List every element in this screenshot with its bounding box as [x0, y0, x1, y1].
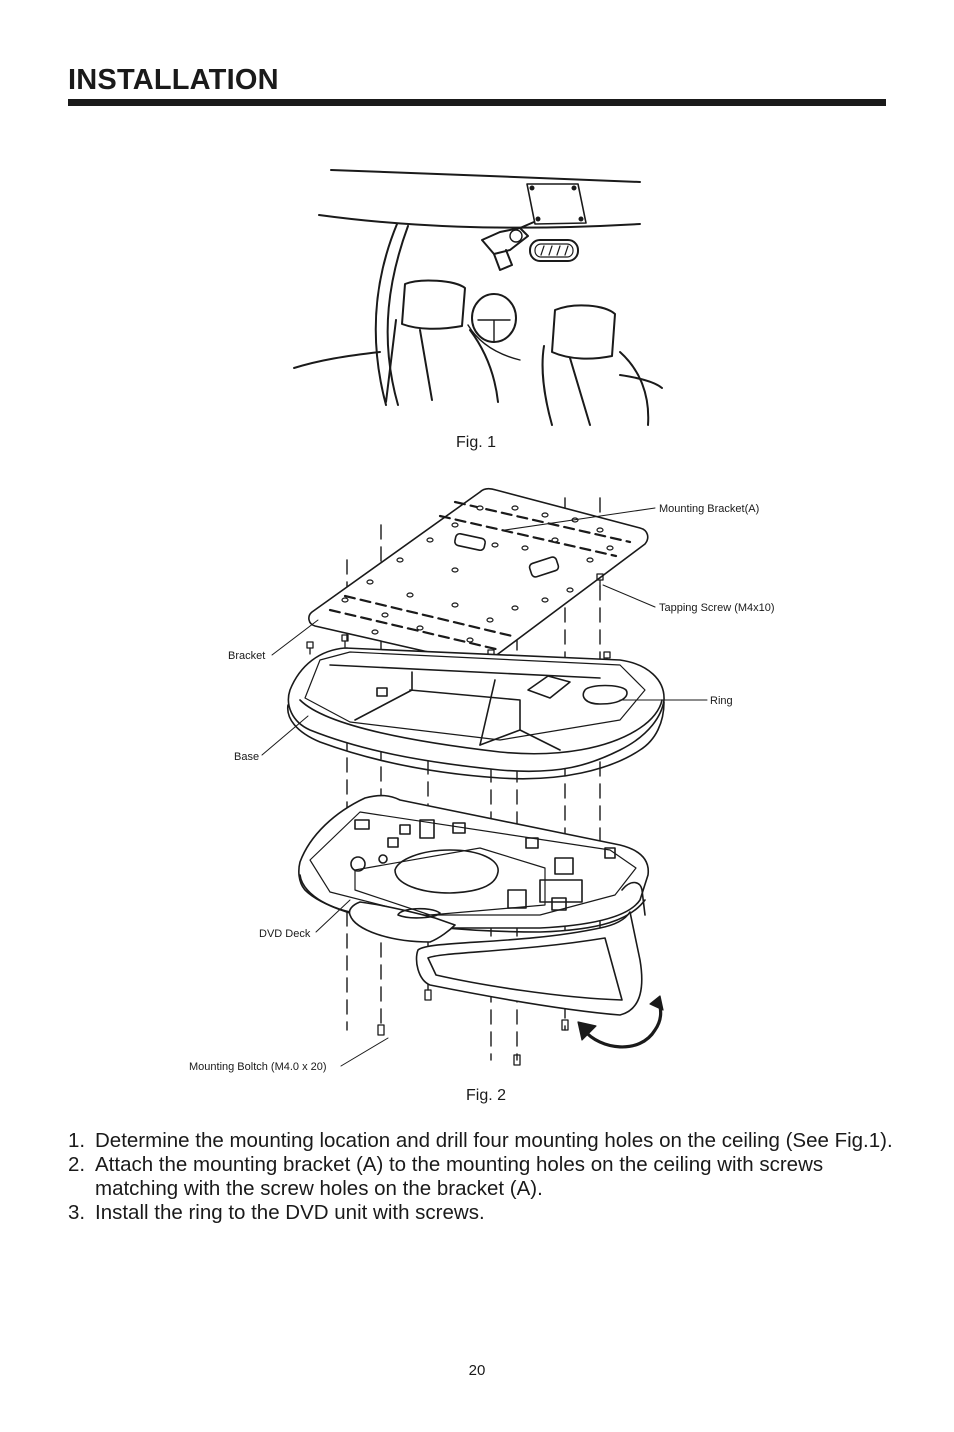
instruction-text: Attach the mounting bracket (A) to the m…: [95, 1153, 824, 1200]
instruction-text: Install the ring to the DVD unit with sc…: [95, 1201, 485, 1224]
title-rule: [68, 99, 886, 106]
label-ring: Ring: [710, 695, 733, 707]
label-tapping-screw: Tapping Screw (M4x10): [659, 602, 775, 614]
instruction-number: 3.: [68, 1201, 86, 1224]
instruction-number: 1.: [68, 1129, 86, 1152]
label-base: Base: [234, 751, 259, 763]
instruction-list: 1. Determine the mounting location and d…: [68, 1129, 898, 1225]
page-number: 20: [468, 1362, 486, 1379]
instruction-item: 1. Determine the mounting location and d…: [68, 1129, 898, 1153]
label-mounting-bracket: Mounting Bracket(A): [659, 503, 759, 515]
instruction-text: Determine the mounting location and dril…: [95, 1129, 893, 1152]
label-mounting-bolt: Mounting Boltch (M4.0 x 20): [189, 1061, 327, 1073]
page-title: INSTALLATION: [68, 64, 279, 96]
instruction-item: 3. Install the ring to the DVD unit with…: [68, 1201, 898, 1225]
figure-2-caption: Fig. 2: [466, 1087, 507, 1104]
figure-1-caption: Fig. 1: [456, 434, 497, 451]
label-bracket: Bracket: [228, 650, 265, 662]
instruction-number: 2.: [68, 1153, 86, 1176]
label-dvd-deck: DVD Deck: [259, 928, 311, 940]
instruction-item: 2. Attach the mounting bracket (A) to th…: [68, 1153, 898, 1201]
